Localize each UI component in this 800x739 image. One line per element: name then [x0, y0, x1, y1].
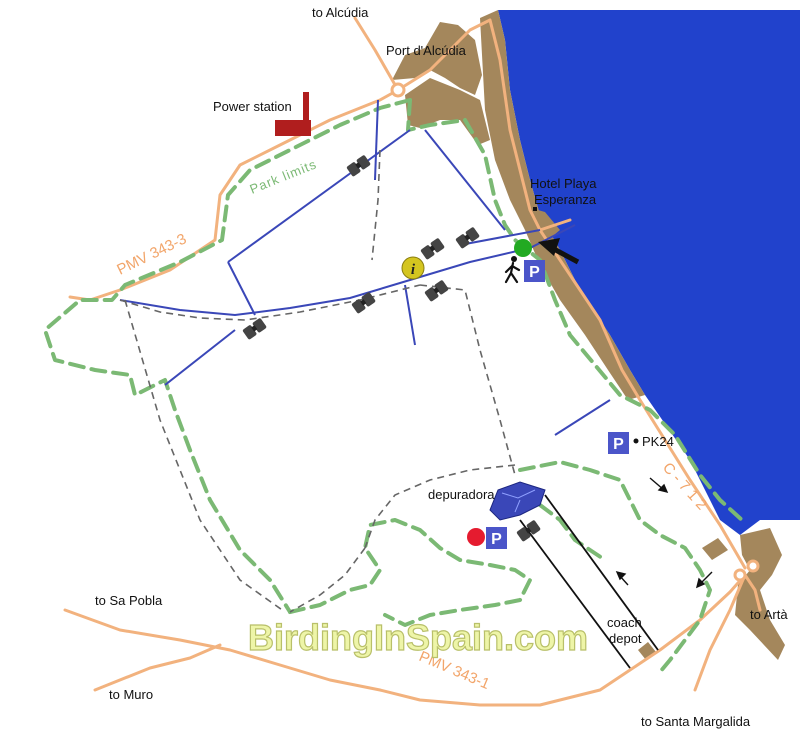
- parking-symbol-1: P: [529, 264, 540, 281]
- power-station-icon: [275, 92, 311, 136]
- info-icon: i: [401, 256, 425, 280]
- roundabout-north: [390, 82, 406, 98]
- label-depot: depot: [609, 631, 642, 646]
- roundabout-south-1: [733, 568, 747, 582]
- watermark: BirdingInSpain.com: [248, 617, 588, 658]
- road-to-alcudia: [353, 16, 400, 92]
- label-pk24: PK24: [642, 434, 674, 449]
- road-to-muro: [93, 643, 222, 692]
- parking-icon-3: P: [486, 527, 507, 549]
- label-coach: coach: [607, 615, 642, 630]
- start-marker: [514, 239, 532, 257]
- depuradora-ponds: [489, 481, 546, 521]
- info-symbol: i: [411, 262, 416, 278]
- land-islet-1: [702, 538, 728, 560]
- footpaths: [119, 149, 516, 613]
- binoculars-icon-5: [351, 292, 376, 314]
- road-hotel-access: [538, 218, 572, 232]
- pk24-dot: [633, 438, 639, 444]
- label-hotel-line2: Esperanza: [534, 192, 597, 207]
- roundabout-south-2: [746, 559, 760, 573]
- binoculars-icon-6: [242, 318, 267, 340]
- parking-icon-1: P: [524, 260, 545, 282]
- arrow-icon-small: [615, 477, 713, 589]
- parking-symbol-2: P: [613, 436, 624, 453]
- land-hotel: [520, 205, 560, 240]
- label-to-muro: to Muro: [109, 687, 153, 702]
- binoculars-icon-7: [516, 520, 541, 542]
- end-marker: [467, 528, 485, 546]
- label-hotel-line1: Hotel Playa: [530, 176, 597, 191]
- label-power-station: Power station: [213, 99, 292, 114]
- walker-icon: [504, 256, 521, 284]
- label-depuradora: depuradora: [428, 487, 495, 502]
- binoculars-icon-3: [455, 227, 480, 249]
- label-to-santa-margalida: to Santa Margalida: [641, 714, 751, 729]
- road-to-arta: [743, 573, 762, 612]
- parking-symbol-3: P: [491, 531, 502, 548]
- label-port-alcudia: Port d'Alcúdia: [386, 43, 467, 58]
- binoculars-icon-1: [346, 155, 371, 177]
- depot-access: [519, 494, 659, 669]
- label-pmv-343-3: PMV 343-3: [114, 230, 189, 278]
- road-pmv-343-1: [63, 573, 747, 707]
- road-pmv-343-3: [68, 88, 400, 302]
- label-to-sa-pobla: to Sa Pobla: [95, 593, 163, 608]
- sea: [498, 10, 800, 535]
- land-arta: [735, 528, 785, 660]
- park-boundary: [43, 98, 744, 674]
- road-to-santa-margalida: [693, 573, 747, 692]
- label-park-limits: Park limits: [248, 156, 319, 196]
- arrow-icon-entrance: [538, 238, 580, 265]
- label-to-arta: to Artà: [750, 607, 788, 622]
- parking-icon-2: P: [608, 432, 629, 454]
- label-to-alcudia: to Alcúdia: [312, 5, 369, 20]
- binoculars-icon-4: [424, 280, 449, 302]
- hotel-dot: [533, 207, 537, 211]
- binoculars-icon-2: [420, 238, 445, 260]
- canal-main: [119, 224, 576, 317]
